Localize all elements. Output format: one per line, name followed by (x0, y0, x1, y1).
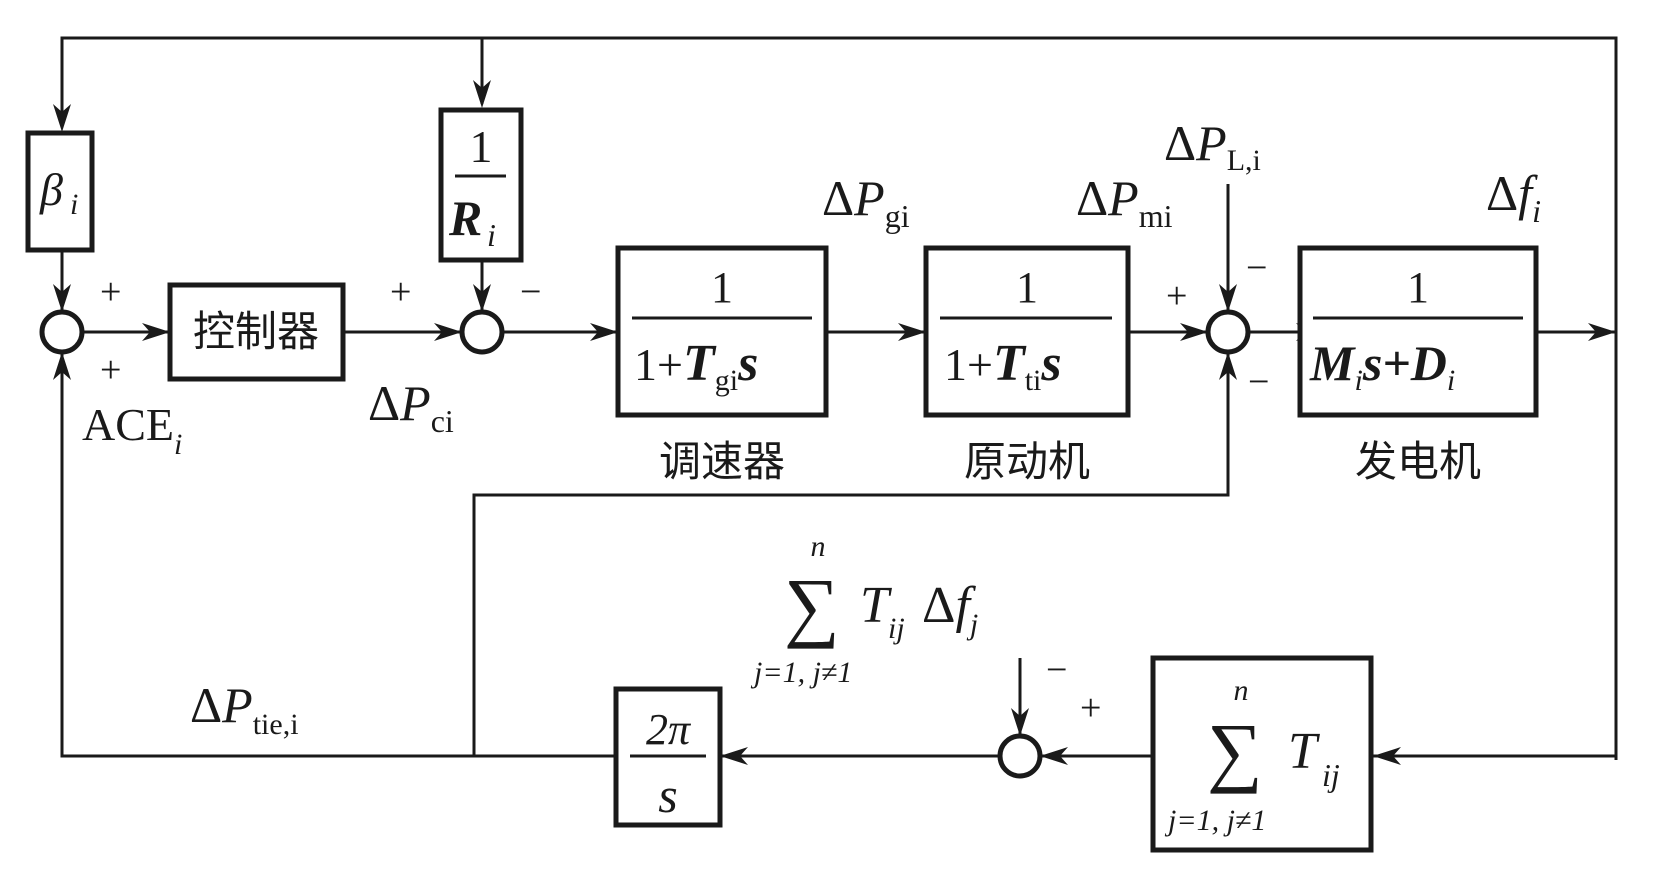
delta-ptie-label: ΔPtie,i (190, 677, 299, 741)
wires (60, 36, 1618, 760)
summing-junction-control (459, 309, 505, 355)
arrow-into-beta (53, 104, 71, 132)
controller-label: 控制器 (193, 307, 319, 356)
delta-pl-label: ΔPL,i (1164, 115, 1261, 177)
arrow-into-sum3-bottom (1219, 352, 1237, 380)
sign-sum1-bottom: + (100, 349, 121, 391)
controller-block (167, 282, 346, 382)
arrow-into-sum2-top (473, 284, 491, 312)
arrow-into-sum3-top (1219, 284, 1237, 312)
delta-pm-label: ΔPmi (1076, 170, 1173, 234)
sync-term: T (1288, 723, 1320, 780)
sign-sum1-top: + (100, 271, 121, 313)
arrow-into-sum4-right (1040, 747, 1068, 765)
sign-sum2-left: + (390, 271, 411, 313)
arrow-into-sync-box (1373, 747, 1401, 765)
arrow-into-sum1-top (53, 284, 71, 312)
turbine-block (923, 245, 1131, 418)
sync-sum-lower: j=1, j≠1 (1164, 804, 1266, 837)
arrow-into-integrator (720, 747, 748, 765)
generator-denominator: Mis+Di (1309, 335, 1455, 397)
neighbor-sum-term: T (860, 577, 892, 634)
turbine-caption: 原动机 (964, 437, 1090, 486)
sign-sum3-left: + (1166, 275, 1187, 317)
sync-sum-symbol: ∑ (1207, 707, 1263, 794)
neighbor-sum-freq: Δfj (922, 577, 978, 641)
sync-coefficient-block (1150, 655, 1374, 853)
arrow-into-sum1-bottom (53, 352, 71, 380)
droop-subscript: i (487, 217, 496, 253)
beta-block (25, 130, 95, 253)
beta-symbol: β (39, 164, 63, 215)
governor-numerator: 1 (711, 263, 733, 312)
droop-numerator: 1 (470, 121, 493, 172)
integrator-denominator: s (658, 767, 677, 823)
turbine-numerator: 1 (1016, 263, 1038, 312)
integrator-numerator: 2π (646, 705, 692, 754)
sync-term-subscript: ij (1322, 757, 1340, 793)
top-feedback-wire (60, 36, 1618, 760)
beta-subscript: i (70, 188, 78, 221)
governor-caption: 调速器 (659, 437, 785, 486)
summing-junction-tie (997, 733, 1043, 779)
arrow-into-sum2-left (434, 323, 462, 341)
sign-sum2-right: − (520, 271, 541, 313)
summing-junction-power (1205, 309, 1251, 355)
tie-to-sum3-wire (472, 352, 1230, 755)
summing-junction-ace (39, 309, 85, 355)
governor-denominator: 1+Tgis (634, 335, 758, 397)
generator-caption: 发电机 (1355, 437, 1481, 486)
sign-sum4-right: + (1080, 687, 1101, 729)
droop-denominator: R (448, 190, 482, 246)
arrow-into-governor (590, 323, 618, 341)
generator-numerator: 1 (1407, 263, 1429, 312)
neighbor-sum-upper: n (811, 530, 826, 563)
sync-sum-upper: n (1234, 674, 1249, 707)
neighbor-sum-term-subscript: ij (888, 612, 905, 645)
delta-pc-label: ΔPci (368, 375, 454, 439)
sign-sum4-top: − (1046, 649, 1067, 691)
droop-block (438, 107, 524, 263)
arrow-into-controller (142, 323, 170, 341)
arrow-generator-output (1588, 323, 1616, 341)
generator-block (1297, 245, 1539, 418)
governor-block (615, 245, 829, 418)
arrow-into-sum4-top (1011, 708, 1029, 736)
sign-sum3-bottom: − (1248, 361, 1269, 403)
arrow-into-droop (473, 80, 491, 108)
ace-label: ACEi (82, 399, 182, 461)
tie-power-feedback-wire (60, 352, 616, 758)
turbine-denominator: 1+Ttis (944, 335, 1062, 397)
delta-f-label: Δfi (1486, 165, 1541, 229)
arrow-into-turbine (898, 323, 926, 341)
neighbor-sum-lower: j=1, j≠1 (750, 656, 852, 689)
arrow-into-sum3-left (1180, 323, 1208, 341)
sign-sum3-top: − (1246, 247, 1267, 289)
neighbor-sum-symbol: ∑ (784, 562, 840, 649)
delta-pg-label: ΔPgi (822, 170, 910, 234)
